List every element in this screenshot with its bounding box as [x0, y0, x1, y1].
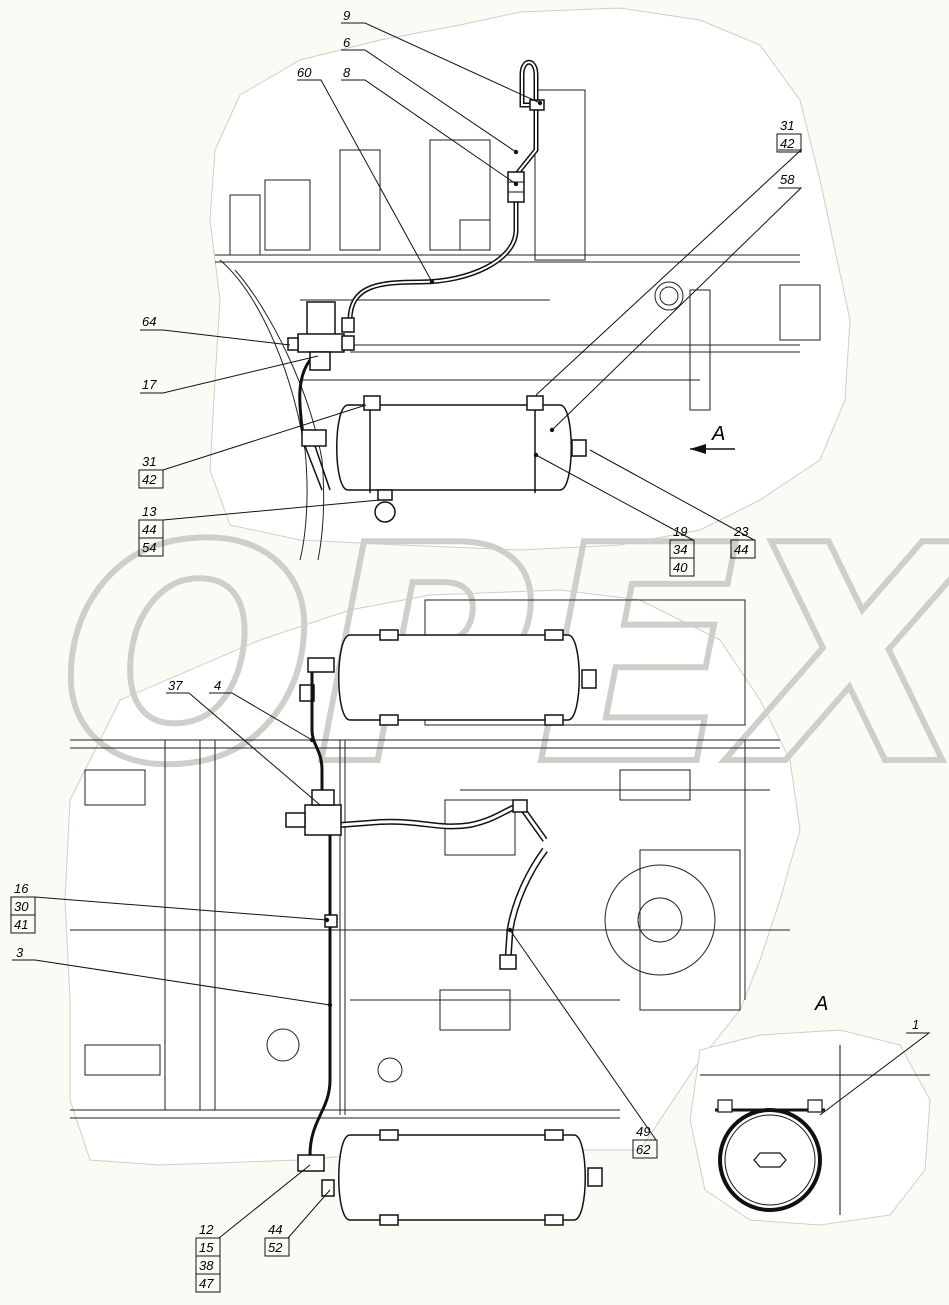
callout-23-l2: 44 — [734, 542, 748, 557]
callout-9: 9 — [343, 8, 350, 23]
callout-12-15-38-47: 12 15 38 47 — [195, 1222, 221, 1293]
callout-9-l1: 9 — [343, 8, 350, 23]
callout-13-l1: 13 — [142, 504, 157, 519]
callout-12-l1: 12 — [199, 1222, 214, 1237]
upper-air-receiver — [301, 395, 587, 523]
callout-16-l3: 41 — [14, 917, 28, 932]
callout-37: 37 — [168, 678, 183, 693]
callout-4-l1: 4 — [214, 678, 221, 693]
unloader-valve — [285, 789, 528, 970]
leader-dots — [309, 100, 555, 1008]
callout-19-l3: 40 — [673, 560, 688, 575]
callout-23-l1: 23 — [733, 524, 749, 539]
callout-31-42-top-l1: 31 — [780, 118, 794, 133]
callout-13-l2: 44 — [142, 522, 156, 537]
callout-64-l1: 64 — [142, 314, 156, 329]
lower-air-receiver — [297, 1129, 603, 1226]
callout-3-l1: 3 — [16, 945, 24, 960]
callout-12-l3: 38 — [199, 1258, 214, 1273]
callout-31-42-left: 31 42 — [138, 454, 164, 489]
lower-frame-structure — [70, 599, 790, 1119]
callout-19-l1: 19 — [673, 524, 687, 539]
callout-23-44: 23 44 — [730, 524, 756, 559]
callout-31-42-top: 31 42 — [776, 118, 802, 153]
callout-13-44-54: 13 44 54 — [138, 504, 164, 557]
pressure-regulator — [287, 301, 355, 371]
middle-air-receiver — [299, 629, 597, 726]
callout-12-l4: 47 — [199, 1276, 214, 1291]
callout-31-42-left-l1: 31 — [142, 454, 156, 469]
callout-44-l2: 52 — [268, 1240, 283, 1255]
callout-6: 6 — [343, 35, 351, 50]
callout-1: 1 — [912, 1017, 919, 1032]
callout-8: 8 — [343, 65, 351, 80]
callout-4: 4 — [214, 678, 221, 693]
callout-58: 58 — [780, 172, 795, 187]
view-a-arrow: A — [690, 423, 735, 454]
callout-19-l2: 34 — [673, 542, 687, 557]
callout-16-30-41: 16 30 41 — [10, 881, 36, 934]
callout-17: 17 — [142, 377, 157, 392]
callout-58-l1: 58 — [780, 172, 795, 187]
upper-frame-structure — [215, 89, 821, 561]
view-a-section: A — [700, 993, 930, 1215]
view-a-label: A — [711, 423, 725, 445]
callout-31-42-left-l2: 42 — [142, 472, 157, 487]
callout-13-l3: 54 — [142, 540, 156, 555]
callout-3: 3 — [16, 945, 24, 960]
callout-60-l1: 60 — [297, 65, 312, 80]
callout-6-l1: 6 — [343, 35, 351, 50]
view-a-section-title: A — [814, 993, 828, 1015]
callout-17-l1: 17 — [142, 377, 157, 392]
callout-31-42-top-l2: 42 — [780, 136, 795, 151]
callout-44-52: 44 52 — [264, 1222, 290, 1257]
callout-16-l1: 16 — [14, 881, 29, 896]
callout-60: 60 — [297, 65, 312, 80]
callout-19-34-40: 19 34 40 — [669, 524, 695, 577]
callout-16-l2: 30 — [14, 899, 29, 914]
callout-64: 64 — [142, 314, 156, 329]
callout-37-l1: 37 — [168, 678, 183, 693]
callout-1-l1: 1 — [912, 1017, 919, 1032]
callout-49-62: 49 62 — [632, 1124, 658, 1159]
callout-labels: 9 6 60 8 31 42 58 64 17 31 42 13 44 54 1… — [10, 8, 919, 1293]
callout-8-l1: 8 — [343, 65, 351, 80]
callout-12-l2: 15 — [199, 1240, 214, 1255]
callout-49-l2: 62 — [636, 1142, 651, 1157]
callout-49-l1: 49 — [636, 1124, 650, 1139]
callout-44-l1: 44 — [268, 1222, 282, 1237]
